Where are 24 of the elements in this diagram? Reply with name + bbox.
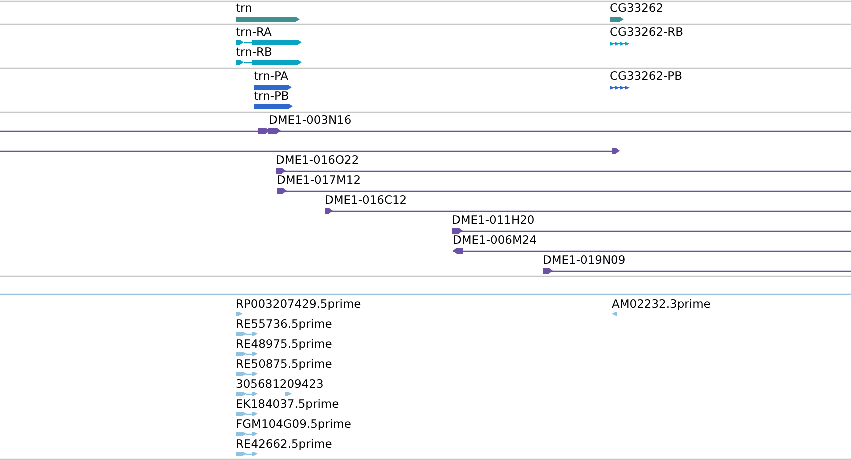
feature-label: trn-PA bbox=[254, 69, 289, 83]
feature-label: DME1-017M12 bbox=[277, 173, 362, 187]
feature-label: trn bbox=[236, 1, 252, 15]
feature-label: FGM104G09.5prime bbox=[236, 417, 352, 431]
feature-label: RE50875.5prime bbox=[236, 357, 332, 371]
feature-label: DME1-016O22 bbox=[276, 153, 360, 167]
feature-label: DME1-016C12 bbox=[325, 193, 408, 207]
feature-label: RP003207429.5prime bbox=[236, 297, 362, 311]
feature-label: DME1-006M24 bbox=[453, 233, 538, 247]
feature-label: RE48975.5prime bbox=[236, 337, 332, 351]
feature-label: CG33262-RB bbox=[610, 25, 684, 39]
feature-label: 305681209423 bbox=[236, 377, 324, 391]
feature-label: CG33262 bbox=[610, 1, 664, 15]
feature-label: DME1-011H20 bbox=[452, 213, 535, 227]
feature-label: RE55736.5prime bbox=[236, 317, 332, 331]
feature-label: EK184037.5prime bbox=[236, 397, 340, 411]
feature-label: trn-RA bbox=[236, 25, 272, 39]
feature-label: DME1-003N16 bbox=[269, 113, 352, 127]
feature-label: CG33262-PB bbox=[610, 69, 682, 83]
feature-label: DME1-019N09 bbox=[543, 253, 626, 267]
feature-label: RE42662.5prime bbox=[236, 437, 332, 451]
feature-label: AM02232.3prime bbox=[612, 297, 711, 311]
feature-label: trn-PB bbox=[254, 89, 290, 103]
feature-label: trn-RB bbox=[236, 45, 272, 59]
